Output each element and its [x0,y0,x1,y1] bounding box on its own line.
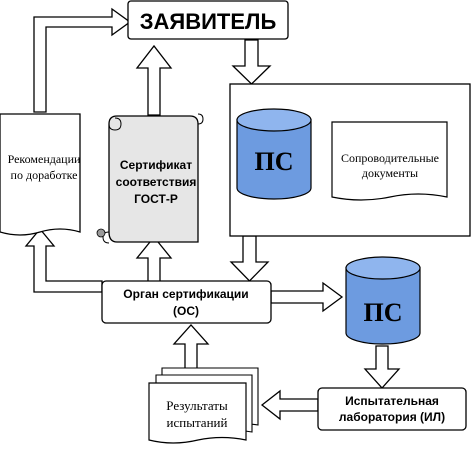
product-cylinder-top: ПС [236,108,312,200]
cert-body-line1: Орган сертификации [123,287,248,301]
certificate-scroll: Сертификат соответствия ГОСТ-Р [96,113,204,244]
test-results-line2: испытаний [167,415,228,430]
test-lab-line1: Испытательная [345,394,439,408]
arrow-certbody-to-product-right [270,281,344,313]
test-results-documents: Результаты испытаний [148,367,259,444]
certificate-line2: соответствия [116,175,197,189]
arrow-recommendations-to-applicant-path [33,7,132,113]
certificate-line1: Сертификат [120,158,192,172]
arrow-certificate-to-applicant [135,44,173,116]
product-top-label: ПС [255,147,294,176]
recommendations-line2: по доработке [11,168,78,182]
test-laboratory-box: Испытательная лаборатория (ИЛ) [317,387,467,431]
arrow-certbody-to-certificate [135,235,173,283]
product-right-label: ПС [364,298,403,327]
product-cylinder-right: ПС [345,256,421,345]
arrow-testlab-to-results [260,389,319,421]
applicant-label: ЗАЯВИТЕЛЬ [140,9,277,34]
arrow-applicant-to-product [231,39,272,85]
test-results-line1: Результаты [166,398,228,413]
accompanying-docs-line2: документы [362,166,418,180]
recommendations-document: Рекомендации по доработке [0,113,81,236]
cert-body-line2: (ОС) [173,304,199,318]
test-lab-line2: лаборатория (ИЛ) [339,410,445,424]
arrow-certbody-to-recommendations [24,227,103,293]
recommendations-line1: Рекомендации [8,152,81,166]
applicant-box: ЗАЯВИТЕЛЬ [127,0,289,40]
accompanying-docs-line1: Сопроводительные [341,151,439,165]
accompanying-documents: Сопроводительные документы [331,121,448,201]
arrow-product-to-testlab [363,345,401,389]
certification-body-box: Орган сертификации (ОС) [101,280,272,324]
certificate-line3: ГОСТ-Р [134,192,178,206]
product-block: ПС Сопроводительные документы [229,83,471,237]
arrow-product-to-certbody [229,235,270,282]
